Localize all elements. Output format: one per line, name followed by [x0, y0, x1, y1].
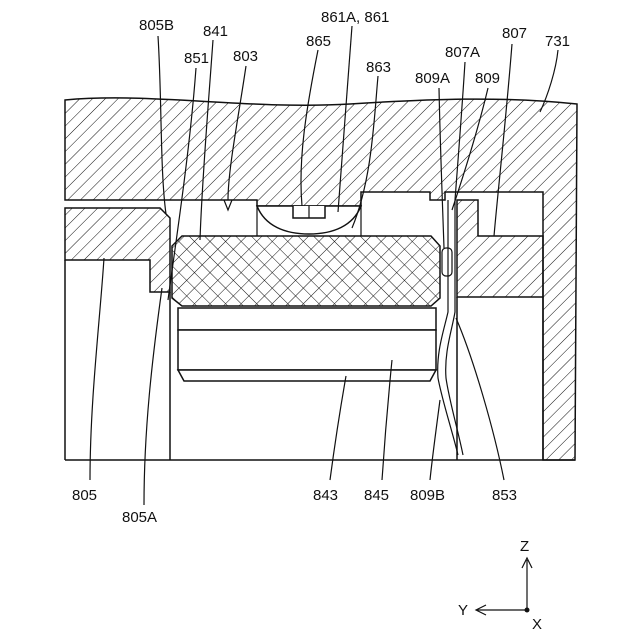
axis-x-dot — [525, 608, 530, 613]
layer-843 — [178, 370, 436, 381]
axis-z-label: Z — [520, 538, 529, 555]
label-845: 845 — [364, 487, 389, 504]
label-809A: 809A — [415, 70, 450, 87]
block-807 — [457, 200, 543, 297]
block-805 — [65, 208, 170, 292]
label-807: 807 — [502, 25, 527, 42]
layer-upper — [178, 308, 436, 330]
axis-indicator: Z Y X — [458, 538, 542, 633]
axis-y-label: Y — [458, 602, 468, 619]
tab-809A — [442, 248, 452, 276]
axis-x-label: X — [532, 616, 542, 633]
label-851: 851 — [184, 50, 209, 67]
label-863: 863 — [366, 59, 391, 76]
label-807A: 807A — [445, 44, 480, 61]
label-731: 731 — [545, 33, 570, 50]
layer-845 — [178, 330, 436, 370]
display-assembly — [178, 308, 436, 381]
label-809: 809 — [475, 70, 500, 87]
label-865: 865 — [306, 33, 331, 50]
label-803: 803 — [233, 48, 258, 65]
label-805A: 805A — [122, 509, 157, 526]
label-809B: 809B — [410, 487, 445, 504]
cushion-841 — [172, 236, 440, 306]
label-805B: 805B — [139, 17, 174, 34]
label-861: 861A, 861 — [321, 9, 389, 26]
label-843: 843 — [313, 487, 338, 504]
label-853: 853 — [492, 487, 517, 504]
label-805: 805 — [72, 487, 97, 504]
label-841: 841 — [203, 23, 228, 40]
